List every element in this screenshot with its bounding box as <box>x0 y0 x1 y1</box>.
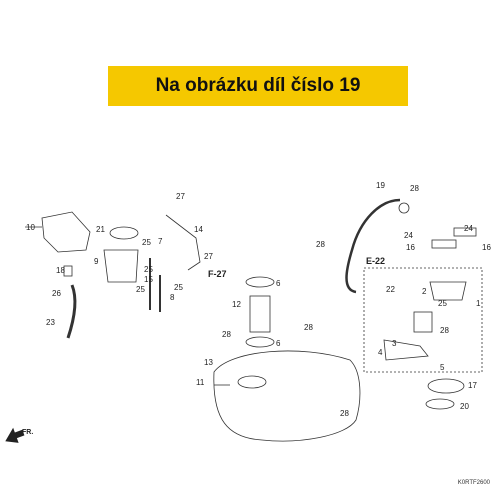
part-16-plate-left <box>431 239 457 249</box>
label-22: 22 <box>386 285 395 294</box>
label-28d: 28 <box>410 184 419 193</box>
label-25c: 25 <box>174 283 183 292</box>
label-13: 13 <box>204 358 213 367</box>
label-15: 15 <box>144 275 153 284</box>
label-28b: 28 <box>304 323 313 332</box>
label-8: 8 <box>170 293 175 302</box>
part-16-plate-right <box>453 227 477 237</box>
label-27a: 27 <box>176 192 185 201</box>
part-5-plate <box>383 339 429 361</box>
front-direction-label: FR. <box>22 429 33 436</box>
label-17: 17 <box>468 381 477 390</box>
part-14-bracket <box>165 214 201 271</box>
label-6b: 6 <box>276 339 281 348</box>
part-22-regulator <box>413 311 433 333</box>
diagram-code: K0RTF2600 <box>457 480 490 486</box>
label-1: 1 <box>476 299 481 308</box>
part-21-cap <box>109 226 139 240</box>
part-18-clip <box>63 265 73 277</box>
label-3: 3 <box>392 339 397 348</box>
label-14: 14 <box>194 225 203 234</box>
part-1-pump-unit-box <box>363 267 483 373</box>
part-9-body <box>103 249 139 283</box>
tank-opening <box>237 375 267 389</box>
part-20-ring <box>425 398 455 410</box>
label-9: 9 <box>94 257 99 266</box>
label-23: 23 <box>46 318 55 327</box>
label-20: 20 <box>460 402 469 411</box>
label-27b: 27 <box>204 252 213 261</box>
label-28a: 28 <box>222 330 231 339</box>
part-6-clamp-bottom <box>245 336 275 348</box>
label-19: 19 <box>376 181 385 190</box>
label-10: 10 <box>26 223 35 232</box>
label-24b: 24 <box>464 224 473 233</box>
label-28e: 28 <box>316 240 325 249</box>
label-2: 2 <box>422 287 427 296</box>
label-21: 21 <box>96 225 105 234</box>
label-18: 18 <box>56 266 65 275</box>
front-direction-arrow-icon: FR. <box>5 427 33 443</box>
label-4: 4 <box>378 348 383 357</box>
part-19-fitting <box>398 202 410 214</box>
part-number-banner: Na obrázku díl číslo 19 <box>108 66 408 106</box>
part-2-pump-flange <box>429 281 467 301</box>
label-28f: 28 <box>440 326 449 335</box>
label-5: 5 <box>440 363 445 372</box>
label-28c: 28 <box>340 409 349 418</box>
label-12: 12 <box>232 300 241 309</box>
banner-text: Na obrázku díl číslo 19 <box>155 75 361 96</box>
label-26: 26 <box>52 289 61 298</box>
part-10-cover <box>41 211 91 253</box>
label-25b: 25 <box>144 265 153 274</box>
label-24a: 24 <box>404 231 413 240</box>
label-7: 7 <box>158 237 163 246</box>
section-ref-e22: E-22 <box>366 256 385 266</box>
label-11: 11 <box>196 378 205 387</box>
part-6-clamp-top <box>245 276 275 288</box>
label-16b: 16 <box>482 243 491 252</box>
part-17-gasket <box>427 378 465 394</box>
section-ref-f27: F-27 <box>208 269 227 279</box>
part-11-fuel-tank <box>213 350 361 442</box>
label-25e: 25 <box>438 299 447 308</box>
part-26-hose <box>66 284 77 339</box>
label-16a: 16 <box>406 243 415 252</box>
label-25d: 25 <box>136 285 145 294</box>
label-25a: 25 <box>142 238 151 247</box>
part-19-hose <box>345 198 401 294</box>
label-6a: 6 <box>276 279 281 288</box>
part-12-tube <box>249 295 271 333</box>
